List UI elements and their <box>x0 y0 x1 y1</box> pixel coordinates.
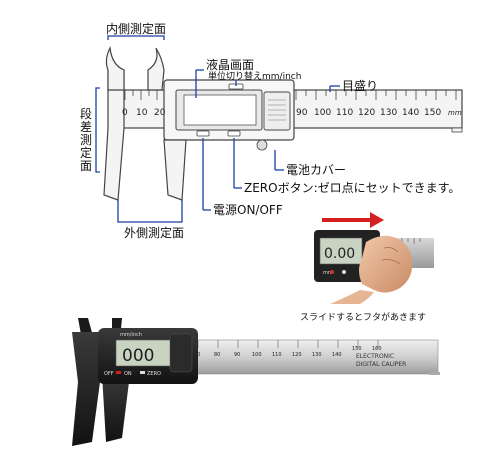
lcd-screen-label: 液晶画面 <box>206 58 255 72</box>
battery-cover-label: 電池カバー <box>286 163 347 177</box>
thumb-roller <box>256 139 268 151</box>
lcd-window <box>183 94 257 126</box>
photo-tick-label: 120 <box>292 352 302 358</box>
inner-face-label: 内側測定面 <box>106 22 167 36</box>
tick-label: 150 <box>424 108 442 118</box>
step-face-label: 段差測定面 <box>80 107 93 173</box>
photo-fixed-jaw <box>72 332 100 446</box>
photo-tick-label: 100 <box>252 352 262 358</box>
photo-tick-label: 160 <box>372 346 382 352</box>
photo-tick-label: 70 <box>194 352 200 358</box>
tick-label: 90 <box>296 108 308 118</box>
caliper-product-photo: 000 mm/inch OFF ON ZERO ELECTRONIC DIGIT… <box>72 318 440 446</box>
graduation-label: 目盛り <box>342 79 379 93</box>
left-scale-numbers: 0 10 20 <box>118 108 174 120</box>
slide-caption: スライドするとフタがあきます <box>300 313 427 323</box>
tick-label: 20 <box>154 108 166 118</box>
tick-label: 0 <box>122 108 128 118</box>
photo-off-label: OFF <box>104 371 114 377</box>
upper-inner-jaws <box>105 45 125 91</box>
slide-arrow <box>322 212 384 228</box>
photo-on-label: ON <box>124 371 132 377</box>
tick-label: 140 <box>402 108 420 118</box>
tick-label: 10 <box>136 108 148 118</box>
photo-brand-line1: ELECTRONIC <box>356 353 394 360</box>
photo-brand-line2: DIGITAL CALIPER <box>356 361 406 368</box>
inset-unit-label: mm <box>323 270 333 276</box>
zero-button-label: ZEROボタン:ゼロ点にセットできます。 <box>244 181 461 195</box>
photo-moving-jaw <box>102 374 130 442</box>
photo-tick-label: 130 <box>312 352 322 358</box>
inset-display: 0.00 <box>324 246 355 262</box>
right-scale-numbers: 90 100 110 120 130 140 150 mm <box>296 108 466 120</box>
tick-label: 110 <box>336 108 354 118</box>
zero-button-shape <box>227 130 241 137</box>
inset-lcd <box>319 237 363 265</box>
beam-scale-right <box>295 90 457 100</box>
photo-tick-label: 80 <box>214 352 220 358</box>
photo-tick-label: 110 <box>272 352 282 358</box>
photo-tick-label: 150 <box>352 346 362 352</box>
tick-label: 130 <box>380 108 398 118</box>
tick-label: 100 <box>314 108 332 118</box>
power-button-shape <box>196 130 210 137</box>
photo-display: 000 <box>122 346 154 366</box>
outer-face-bracket <box>117 200 183 223</box>
scale-unit: mm <box>448 109 462 117</box>
outer-face-label: 外側測定面 <box>124 226 185 240</box>
hand-shape <box>359 235 413 293</box>
battery-slide-photo: 0.00 mm <box>314 212 434 304</box>
moving-jaw <box>163 139 187 201</box>
power-label: 電源ON/OFF <box>213 203 283 217</box>
battery-cover-shape <box>263 91 291 131</box>
photo-tick-label: 140 <box>332 352 342 358</box>
depth-rod <box>451 127 463 133</box>
tick-label: 120 <box>358 108 376 118</box>
photo-zero-label: ZERO <box>147 371 161 377</box>
photo-tick-label: 90 <box>234 352 240 358</box>
unit-switch-label: 単位切り替えmm/inch <box>208 72 302 82</box>
step-face-bracket <box>95 87 100 173</box>
inner-face-bracket <box>107 35 165 40</box>
caliper-line-drawing <box>95 35 463 223</box>
photo-unit-label: mm/inch <box>120 332 142 338</box>
